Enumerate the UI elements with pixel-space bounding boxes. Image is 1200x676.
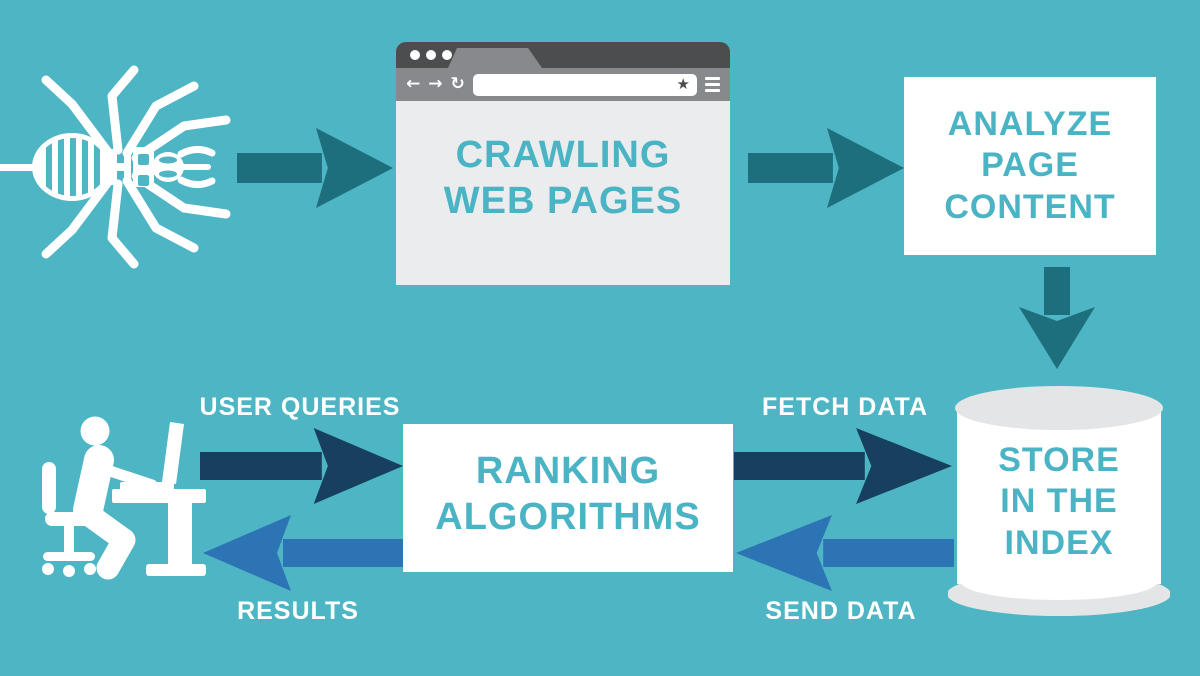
arrow-store-to-ranking — [736, 515, 954, 591]
fetch-data-label: FETCH DATA — [762, 393, 928, 421]
arrow-ranking-to-store — [734, 428, 952, 504]
arrow-user-to-ranking — [200, 428, 403, 504]
user-queries-label: USER QUERIES — [199, 393, 401, 421]
bookmark-star-icon: ★ — [676, 75, 690, 93]
browser-titlebar — [396, 42, 730, 68]
window-dot-icon — [426, 50, 436, 60]
spider-legs — [41, 65, 231, 269]
node-label-line: CONTENT — [944, 187, 1116, 226]
window-dot-icon — [442, 50, 452, 60]
browser-window-icon: ← → ↻ ★ CRAWLING WEB PAGES — [396, 42, 730, 285]
send-data-label: SEND DATA — [765, 597, 917, 625]
node-label-line: WEB PAGES — [443, 180, 683, 222]
node-label-line: IN THE — [1000, 482, 1118, 521]
browser-toolbar: ← → ↻ ★ — [396, 68, 730, 101]
node-label-line: ANALYZE — [947, 104, 1113, 143]
person-at-computer-icon — [42, 416, 206, 580]
spider-thread — [0, 164, 42, 171]
node-label-line: ALGORITHMS — [435, 496, 701, 538]
analyze-node: ANALYZE PAGE CONTENT — [904, 77, 1156, 255]
results-label: RESULTS — [237, 597, 359, 625]
store-node: STORE IN THE INDEX — [948, 440, 1170, 564]
arrow-ranking-to-user — [203, 515, 403, 591]
address-bar: ★ — [472, 73, 697, 96]
node-label-line: PAGE — [981, 146, 1079, 185]
ranking-node: RANKING ALGORITHMS — [403, 424, 733, 572]
node-label-line: RANKING — [475, 449, 661, 492]
database-cylinder-icon — [948, 386, 1170, 616]
arrow-spider-to-crawling — [237, 128, 393, 208]
refresh-icon: ↻ — [450, 74, 465, 94]
back-arrow-icon: ← — [406, 74, 421, 94]
hamburger-menu-icon — [705, 77, 720, 92]
browser-tab — [448, 48, 542, 68]
forward-arrow-icon: → — [428, 74, 443, 94]
spider-crawler-icon — [0, 65, 231, 269]
window-dot-icon — [410, 50, 420, 60]
arrow-analyze-to-store — [1019, 267, 1095, 369]
node-label-line: CRAWLING — [455, 133, 671, 176]
arrow-crawling-to-analyze — [748, 128, 904, 208]
node-label-line: STORE — [998, 441, 1120, 479]
node-label-line: INDEX — [1004, 523, 1114, 562]
crawling-node: CRAWLING WEB PAGES — [396, 101, 730, 285]
